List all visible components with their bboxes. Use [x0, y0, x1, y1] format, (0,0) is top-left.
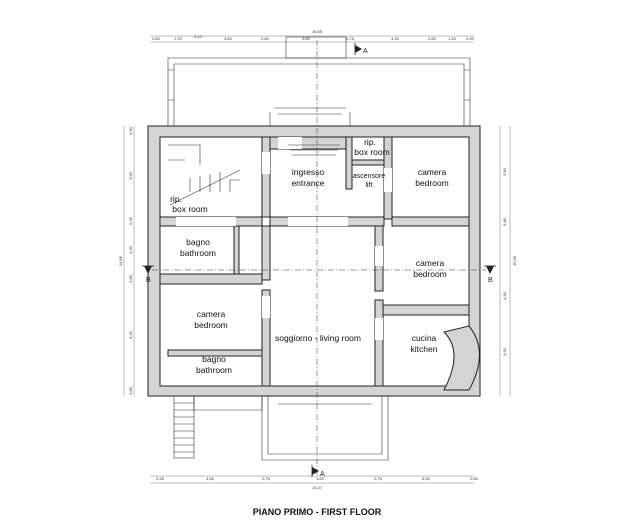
dim-bottom-6: 0,80 [470, 476, 479, 481]
left-dimensions: 0,80 3,90 0,40 4,90 0,80 3,30 0,80 14,85 [118, 126, 133, 395]
room-box-room-1-l1: rip. [170, 194, 182, 204]
section-label-left: B [146, 277, 151, 284]
room-lift-l2: lift [366, 182, 373, 189]
dim-left-2: 0,40 [128, 216, 133, 225]
room-box-room-2-l2: box room [354, 147, 389, 157]
room-bedroom-1-l1: camera [418, 167, 447, 177]
room-bedroom-2-l1: camera [416, 258, 445, 268]
dim-bottom-3: 3,60 [316, 476, 325, 481]
room-bathroom-2-l2: bathroom [196, 365, 232, 375]
room-kitchen-l1: cucina [412, 333, 437, 343]
dim-left-total: 14,85 [118, 255, 123, 266]
entrance-steps [288, 144, 340, 156]
dim-bottom-total: 16,27 [312, 485, 323, 490]
dim-bottom-4: 0,75 [374, 476, 383, 481]
dim-left-0: 0,80 [128, 126, 133, 135]
room-entrance-l2: entrance [291, 178, 324, 188]
room-bathroom-1-l1: bagno [186, 237, 210, 247]
section-label-bottom: A [320, 471, 325, 478]
room-entrance-l1: ingresso [292, 167, 324, 177]
dim-right-1: 3,80 [502, 217, 507, 226]
room-bathroom-1-l2: bathroom [180, 248, 216, 258]
dim-right-2: 4,40 [502, 291, 507, 300]
dim-left-1: 3,90 [128, 171, 133, 180]
right-dimensions: 3,80 3,80 4,40 3,60 15,65 [502, 167, 517, 356]
dim-top-4: 0,80 [261, 36, 270, 41]
room-bedroom-1-l2: bedroom [415, 178, 449, 188]
section-marker-left: B [142, 265, 154, 284]
room-lift-l1: ascensore [353, 173, 385, 180]
dim-bottom-0: 0,38 [156, 476, 165, 481]
room-box-room-2-l1: rip. [364, 137, 376, 147]
section-marker-bottom: A [311, 465, 325, 478]
room-box-room-1-l2: box room [172, 204, 207, 214]
room-labels: rip. box room ingresso entrance rip. box… [170, 137, 449, 375]
plan-title: PIANO PRIMO - FIRST FLOOR [253, 507, 382, 517]
dim-right-total: 15,65 [512, 255, 517, 266]
dim-top-5: 3,60 [302, 36, 311, 41]
room-bedroom-2-l2: bedroom [413, 269, 447, 279]
bottom-dimensions: 0,38 4,60 0,75 3,60 0,75 5,50 0,80 16,27 [156, 476, 479, 490]
dimension-lines [123, 35, 511, 484]
staircase [168, 144, 241, 206]
dim-left-6: 0,80 [128, 386, 133, 395]
dim-bottom-5: 5,50 [422, 476, 431, 481]
dim-bottom-2: 0,75 [262, 476, 271, 481]
section-lines [152, 40, 486, 476]
room-bedroom-3-l2: bedroom [194, 320, 228, 330]
section-label-right: B [488, 277, 493, 284]
dim-left-3: 4,90 [128, 245, 133, 254]
dim-top-total: 16,85 [312, 29, 323, 34]
top-balcony [167, 36, 471, 126]
external-stairs [173, 395, 263, 459]
dim-left-4: 0,80 [128, 274, 133, 283]
section-marker-top: A [354, 43, 368, 55]
dim-right-3: 3,60 [502, 347, 507, 356]
dim-bottom-1: 4,60 [206, 476, 215, 481]
dim-top-6: 0,75 [346, 36, 355, 41]
room-bathroom-2-l1: bagno [202, 354, 226, 364]
room-kitchen-l2: kitchen [411, 344, 438, 354]
room-living-room: soggiorno - living room [275, 333, 361, 343]
room-bedroom-3-l1: camera [197, 309, 226, 319]
dim-right-0: 3,80 [502, 167, 507, 176]
dim-top-8: 0,80 [428, 36, 437, 41]
dim-top-10: 0,90 [466, 36, 475, 41]
dim-top-0: 0,80 [152, 36, 161, 41]
dim-top-2: 0,10 [194, 34, 203, 39]
dim-top-7: 4,20 [391, 36, 400, 41]
top-dimensions: 16,85 0,80 1,20 0,10 3,50 0,80 3,60 0,75… [152, 29, 475, 41]
dim-top-3: 3,50 [224, 36, 233, 41]
dim-top-9: 1,20 [448, 36, 457, 41]
section-label-top: A [363, 48, 368, 55]
bottom-terrace [261, 396, 389, 461]
kitchen-bay-window [443, 325, 480, 391]
dim-left-5: 3,30 [128, 330, 133, 339]
interior-walls [159, 136, 470, 387]
dim-top-1: 1,20 [174, 36, 183, 41]
section-marker-right: B [484, 265, 496, 284]
